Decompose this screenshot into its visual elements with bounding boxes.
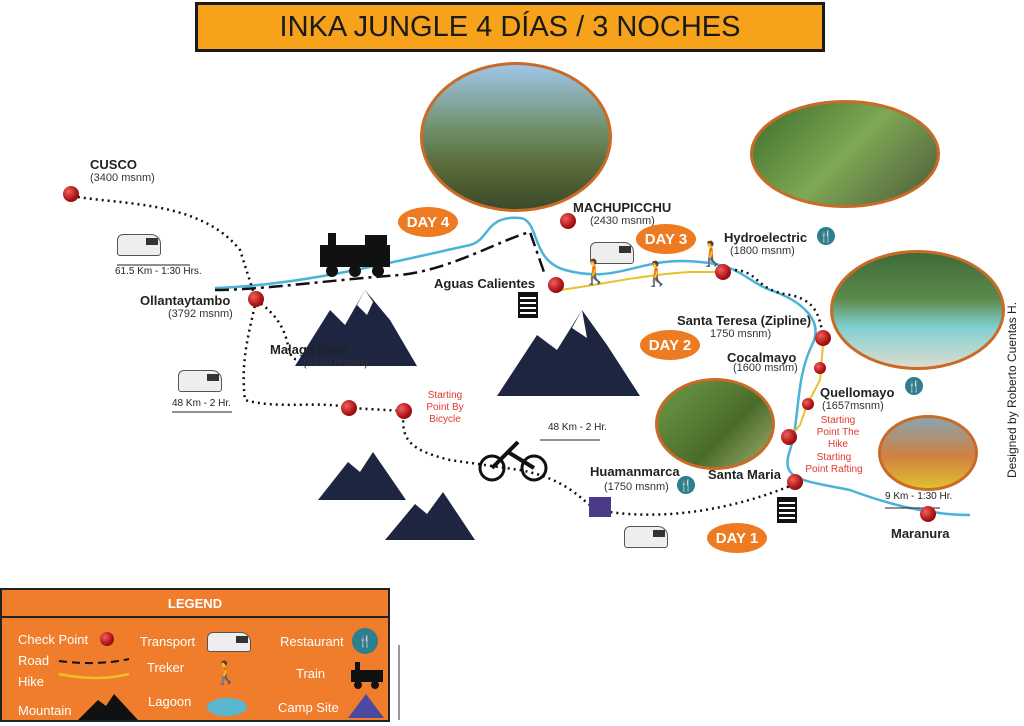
hike-path xyxy=(559,271,722,291)
checkpoint-maranura xyxy=(920,506,936,522)
label-machupicchu: MACHUPICCHU xyxy=(573,200,672,215)
legend-treker: Treker xyxy=(147,660,185,675)
alt-huamanmarca: (1750 msnm) xyxy=(604,481,669,493)
trekker-icon: 🚶 xyxy=(212,660,240,685)
train-icon xyxy=(320,233,390,277)
label-ollantaytambo: Ollantaytambo xyxy=(140,293,231,308)
distance-bike: 48 Km - 2 Hr. xyxy=(548,422,607,433)
legend-title: LEGEND xyxy=(2,590,388,618)
checkpoint-machupicchu xyxy=(560,213,576,229)
legend-checkpoint: Check Point xyxy=(18,632,89,647)
legend-camp-site: Camp Site xyxy=(278,700,339,715)
trekker-icon: 🚶 xyxy=(642,261,672,288)
hike-icon xyxy=(58,672,130,680)
restaurant-icon: 🍴 xyxy=(817,227,835,245)
legend-restaurant: Restaurant xyxy=(280,634,344,649)
transport-van-icon xyxy=(178,370,222,392)
note-hike-start: Starting Point The Hike xyxy=(816,415,860,450)
trekker-icon: 🚶 xyxy=(580,259,610,286)
mountain-icon xyxy=(318,452,406,500)
alt-cusco: (3400 msnm) xyxy=(90,172,155,184)
legend-transport: Transport xyxy=(140,634,196,649)
legend: LEGEND Check Point Road Hike Mountain Tr… xyxy=(0,588,390,722)
legend-hike: Hike xyxy=(18,674,45,689)
checkpoint-hydroelectric xyxy=(715,264,731,280)
restaurant-icon: 🍴 xyxy=(677,476,695,494)
label-cocalmayo: Cocalmayo xyxy=(727,350,797,365)
day-4-badge: DAY 4 xyxy=(398,207,458,237)
train-road xyxy=(214,230,547,292)
restaurant-icon: 🍴 xyxy=(352,628,378,654)
label-quellomayo: Quellomayo xyxy=(820,385,895,400)
train-icon xyxy=(351,662,383,689)
zipline-photo xyxy=(655,378,775,470)
checkpoint-malaga xyxy=(341,400,357,416)
mountain-icon xyxy=(497,310,640,396)
checkpoint-cusco xyxy=(63,186,79,202)
bicycle-icon xyxy=(478,440,548,482)
checkpoint-santa-teresa xyxy=(815,330,831,346)
checkpoint-aguas-calientes xyxy=(548,277,564,293)
note-rafting-start: Starting Point Rafting xyxy=(805,452,863,475)
label-maranura: Maranura xyxy=(891,526,950,541)
alt-ollantaytambo: (3792 msnm) xyxy=(168,308,233,320)
checkpoint-bicycle-start xyxy=(396,403,412,419)
distance-cusco-ollantaytambo: 61.5 Km - 1:30 Hrs. xyxy=(115,266,202,277)
day-1-badge: DAY 1 xyxy=(707,523,767,553)
checkpoint-cocalmayo xyxy=(814,362,826,374)
label-huamanmarca: Huamanmarca xyxy=(590,464,680,479)
label-hydroelectric: Hydroelectric xyxy=(724,230,808,245)
hotel-icon xyxy=(518,292,538,318)
rafting-photo xyxy=(878,415,978,491)
trekker-icon: 🚶 xyxy=(697,241,727,268)
legend-road: Road xyxy=(18,653,50,668)
note-bicycle-start: Starting Point By Bicycle xyxy=(426,390,464,425)
legend-lagoon: Lagoon xyxy=(148,694,192,709)
map-title: INKA JUNGLE 4 DÍAS / 3 NOCHES xyxy=(195,2,825,52)
legend-mountain: Mountain xyxy=(18,703,72,718)
road-icon xyxy=(58,658,130,665)
mountain-icon xyxy=(385,492,475,540)
label-malaga: Malaga Pass xyxy=(270,342,349,357)
alt-quellomayo: (1657msnm) xyxy=(822,400,884,412)
day-3-badge: DAY 3 xyxy=(636,224,696,254)
mountain-icon xyxy=(295,290,417,366)
checkpoint-ollantaytambo xyxy=(248,291,264,307)
transport-icon xyxy=(207,632,251,652)
divider xyxy=(398,645,400,720)
label-santa-maria: Santa Maria xyxy=(708,467,781,482)
distance-maranura: 9 Km - 1:30 Hr. xyxy=(885,491,953,502)
tent-icon xyxy=(348,694,384,718)
alt-machupicchu: (2430 msnm) xyxy=(590,215,655,227)
checkpoint-hike-start xyxy=(781,429,797,445)
road-hydro xyxy=(734,268,825,339)
transport-van-icon xyxy=(590,242,634,264)
lagoon-icon xyxy=(207,698,247,716)
label-cusco: CUSCO xyxy=(90,157,137,172)
hotel-icon xyxy=(777,497,797,523)
legend-train: Train xyxy=(296,666,326,681)
transport-van-icon xyxy=(624,526,668,548)
checkpoint-santa-maria xyxy=(787,474,803,490)
distance-ollantaytambo-malaga: 48 Km - 2 Hr. xyxy=(172,398,231,409)
designer-credit: Designed by Roberto Cuentas H. xyxy=(1005,301,1019,479)
label-santa-teresa: Santa Teresa (Zipline) xyxy=(677,313,812,328)
transport-van-icon xyxy=(117,234,161,256)
train-track-photo xyxy=(750,100,940,208)
label-aguas-calientes: Aguas Calientes xyxy=(434,276,536,291)
road xyxy=(71,194,796,516)
machupicchu-photo xyxy=(420,62,612,212)
checkpoint-quellomayo xyxy=(802,398,814,410)
alt-hydroelectric: (1800 msnm) xyxy=(730,245,795,257)
hot-springs-photo xyxy=(830,250,1005,370)
restaurant-icon: 🍴 xyxy=(905,377,923,395)
checkpoint-icon xyxy=(100,632,114,646)
ruins-icon xyxy=(589,497,611,517)
alt-cocalmayo: (1600 msnm) xyxy=(733,362,798,374)
alt-malaga: (4350 msnm) xyxy=(303,357,368,369)
day-2-badge: DAY 2 xyxy=(640,330,700,360)
alt-santa-teresa: 1750 msnm) xyxy=(710,328,772,340)
mountain-icon xyxy=(78,694,138,720)
